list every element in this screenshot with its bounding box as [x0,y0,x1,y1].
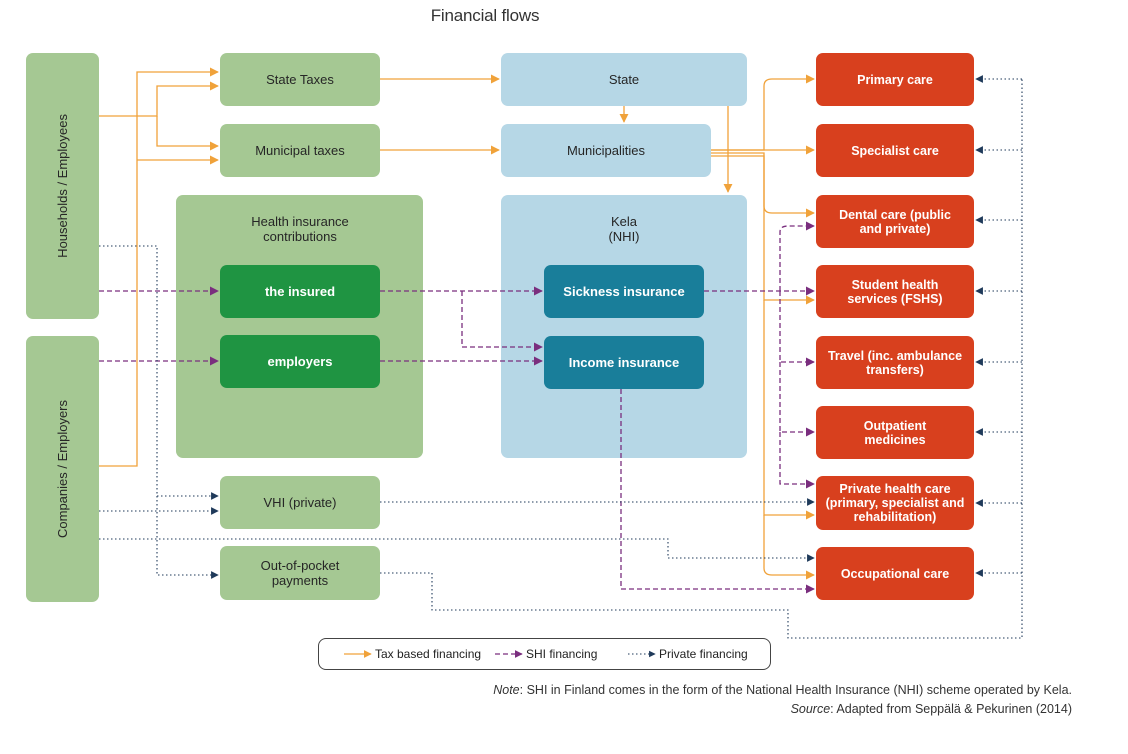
legend-swatches [344,650,656,658]
source-label: Source [790,702,831,716]
student-health-services-box: Student health services (FSHS) [816,265,974,318]
the-insured-box: the insured [220,265,380,318]
legend: Tax based financing SHI financing Privat… [318,638,771,670]
note-line: Note: SHI in Finland comes in the form o… [372,683,1072,697]
note-label: Note [493,683,520,697]
private-flows [99,75,1023,639]
legend-private-label: Private financing [659,647,748,661]
diagram-title: Financial flows [430,6,540,25]
outpatient-medicines-box: Outpatient medicines [816,406,974,459]
municipal-taxes-box: Municipal taxes [220,124,380,177]
dental-care-box: Dental care (public and private) [816,195,974,248]
travel-box: Travel (inc. ambulance transfers) [816,336,974,389]
shi-flows [99,221,815,594]
note-text: : SHI in Finland comes in the form of th… [519,683,1072,697]
specialist-care-box: Specialist care [816,124,974,177]
primary-care-box: Primary care [816,53,974,106]
private-health-care-box: Private health care (primary, specialist… [816,476,974,530]
kela-title: Kela (NHI) [608,214,640,244]
households-employees-box: Households / Employees [26,53,99,319]
source-text: : Adapted from Seppälä & Pekurinen (2014… [830,702,1072,716]
tax-flows [99,67,815,580]
state-taxes-box: State Taxes [220,53,380,106]
health-insurance-contributions-group [176,195,423,458]
sickness-insurance-box: Sickness insurance [544,265,704,318]
source-line: Source: Adapted from Seppälä & Pekurinen… [372,702,1072,716]
companies-employers-box: Companies / Employers [26,336,99,602]
state-box: State [501,53,747,106]
vhi-private-box: VHI (private) [220,476,380,529]
out-of-pocket-box: Out-of-pocket payments [220,546,380,600]
kela-group [501,195,747,458]
municipalities-box: Municipalities [501,124,711,177]
employers-box: employers [220,335,380,388]
legend-tax-label: Tax based financing [375,647,482,661]
income-insurance-box: Income insurance [544,336,704,389]
occupational-care-box: Occupational care [816,547,974,600]
health-insurance-contributions-title: Health insurance contributions [251,214,349,244]
legend-shi-label: SHI financing [526,647,598,661]
